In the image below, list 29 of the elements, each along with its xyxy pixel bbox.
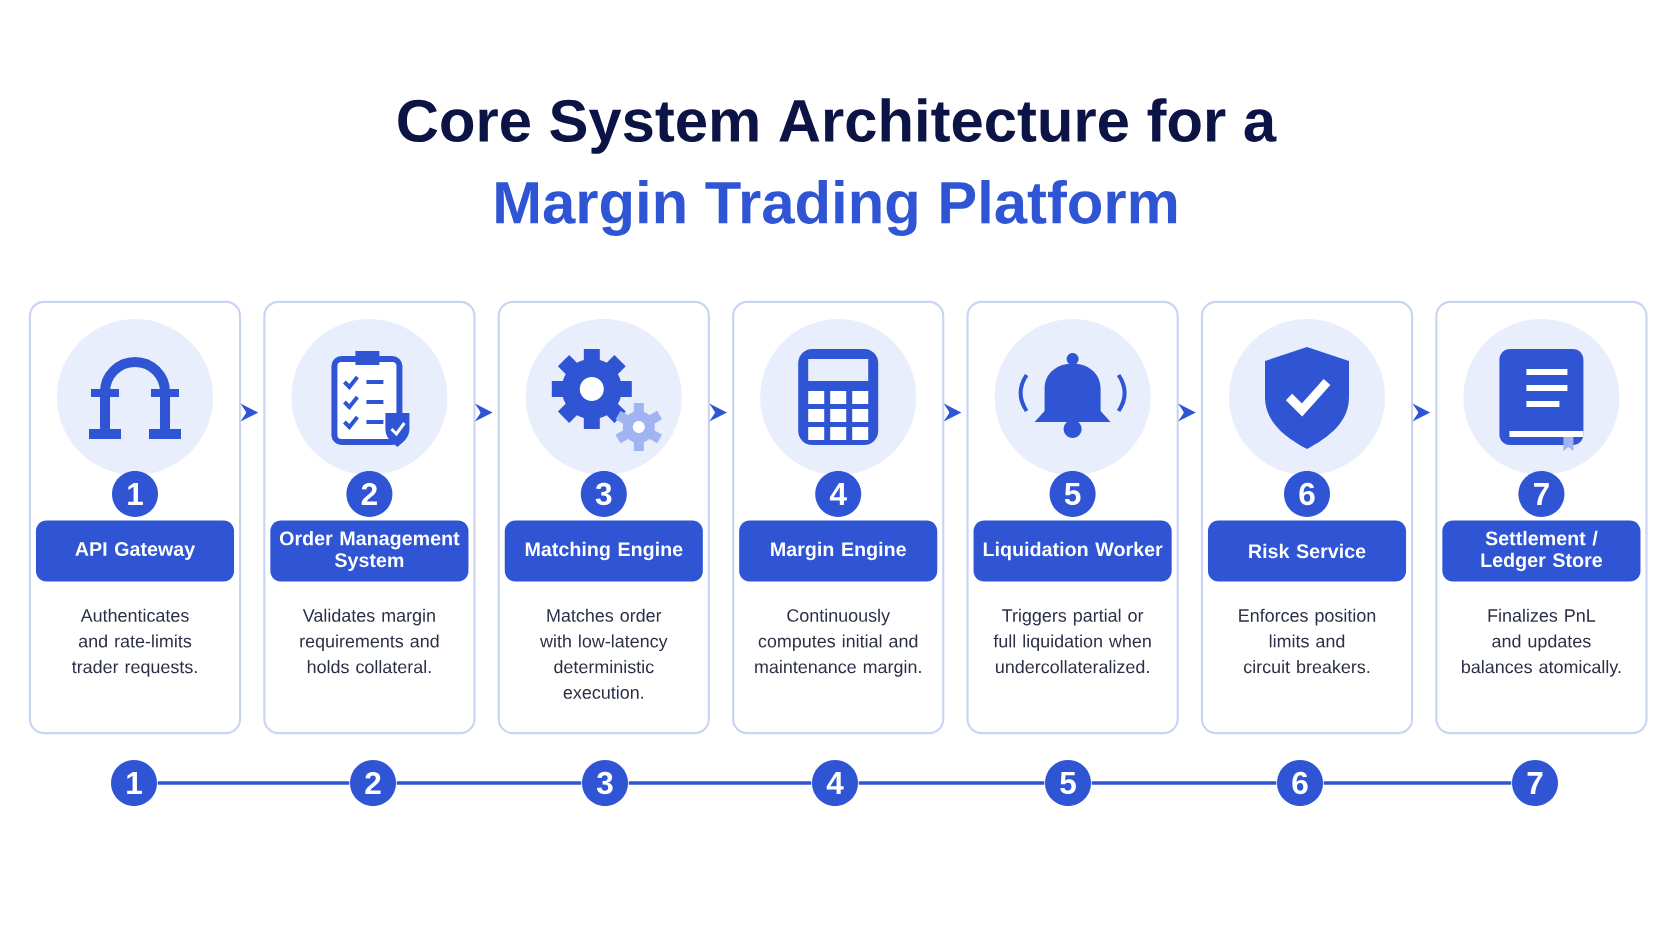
- title-bar: API Gateway: [35, 520, 235, 582]
- number-badge: 2: [346, 471, 393, 517]
- title-bar: Liquidation Worker: [973, 520, 1172, 582]
- description: Matches order with low-latency deterministic execution.: [540, 608, 668, 699]
- number-badge: 5: [1049, 471, 1096, 517]
- number-badge: 6: [1284, 471, 1330, 517]
- connector-line: [1091, 781, 1277, 785]
- connector-line: [858, 781, 1045, 785]
- connector-line: [396, 781, 582, 785]
- description: Enforces position limits and circuit breakers.: [1239, 608, 1376, 674]
- title-bar: Margin Engine: [739, 520, 938, 582]
- title-bar: Order Management System: [270, 520, 469, 582]
- title-bar: Matching Engine: [504, 520, 703, 582]
- title-bar: Risk Service: [1207, 520, 1407, 582]
- title-bar: Settlement / Ledger Store: [1442, 520, 1641, 582]
- description: Finalizes PnL and updates balances atomically.: [1462, 608, 1621, 677]
- connector-line: [1323, 781, 1512, 785]
- description: Authenticates and rate-limits trader requests.: [72, 608, 197, 677]
- connector-line: [628, 781, 812, 785]
- description: Triggers partial or full liquidation when undercollateralized.: [993, 608, 1151, 674]
- description: Continuously computes initial and maintenance margin.: [755, 608, 921, 677]
- number-badge: 7: [1518, 471, 1565, 517]
- number-badge: 3: [580, 471, 627, 517]
- number-badge: 1: [112, 471, 158, 517]
- number-badge: 4: [815, 471, 862, 517]
- connector-line: [157, 781, 350, 785]
- description: Validates margin requirements and holds collateral.: [300, 608, 439, 674]
- title: Margin Trading Platform: [496, 180, 1177, 236]
- title: Core System Architecture for a: [398, 98, 1277, 154]
